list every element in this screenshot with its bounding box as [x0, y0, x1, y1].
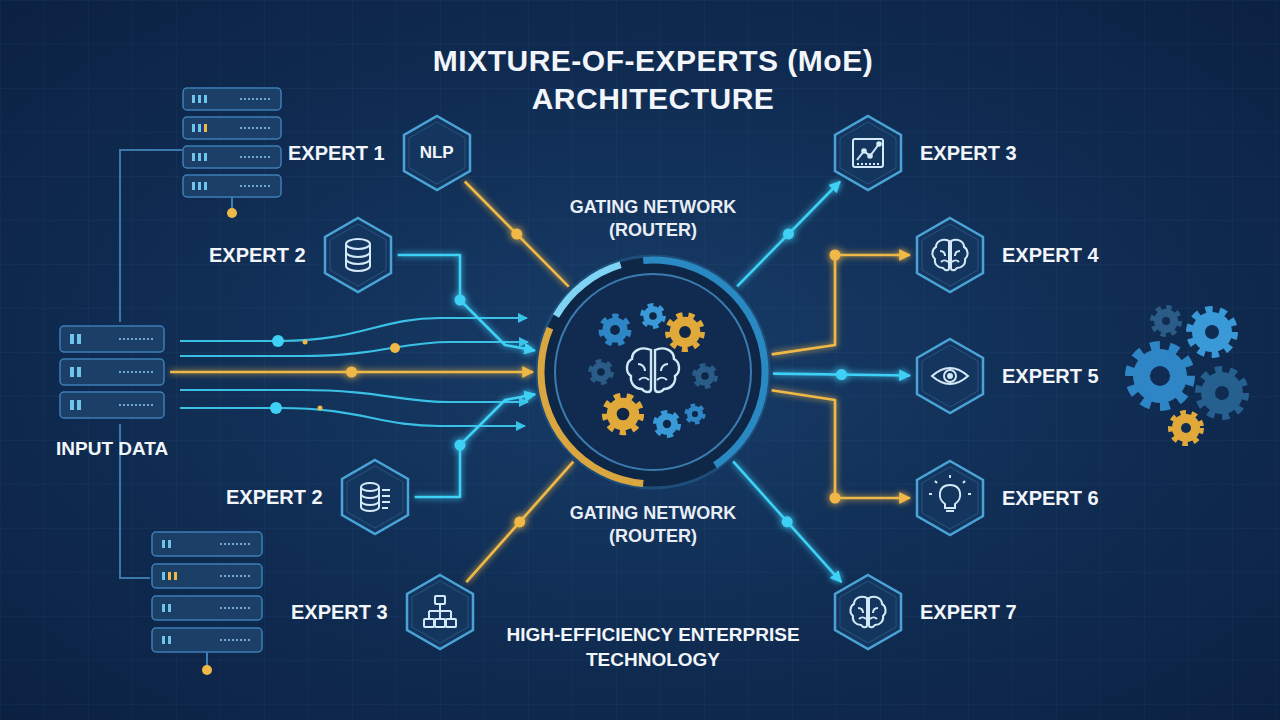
expert-label: EXPERT 2 [209, 244, 306, 267]
hexagon-shape [910, 336, 990, 416]
connector [415, 394, 535, 497]
expert-hexagon [910, 458, 990, 538]
diagram-caption: HIGH-EFFICIENCY ENTERPRISE TECHNOLOGY [493, 622, 813, 672]
hexagon-shape [318, 215, 398, 295]
router-label: GATING NETWORK (ROUTER) [553, 502, 753, 548]
connector [466, 462, 573, 582]
expert-node: EXPERT 3 [291, 572, 480, 652]
expert-label: EXPERT 2 [226, 486, 323, 509]
connector [398, 255, 535, 351]
expert-node: EXPERT 1 NLP [288, 113, 477, 193]
hexagon-shape [828, 113, 908, 193]
connector-dot [346, 367, 357, 378]
connector-dot [511, 229, 522, 240]
hexagon-text: NLP [397, 113, 477, 193]
expert-node: EXPERT 7 [828, 572, 1017, 652]
expert-hexagon: NLP [397, 113, 477, 193]
connector-dot [455, 440, 466, 451]
expert-node: EXPERT 6 [910, 458, 1099, 538]
connector [737, 182, 840, 287]
connector-dot [455, 295, 466, 306]
expert-hexagon [910, 215, 990, 295]
hexagon-shape [910, 458, 990, 538]
hexagon-shape [400, 572, 480, 652]
expert-label: EXPERT 6 [1002, 487, 1099, 510]
expert-hexagon [400, 572, 480, 652]
expert-hexagon [828, 113, 908, 193]
expert-label: EXPERT 3 [291, 601, 388, 624]
expert-label: EXPERT 7 [920, 601, 1017, 624]
router-label: GATING NETWORK (ROUTER) [553, 196, 753, 242]
expert-node: EXPERT 5 [910, 336, 1099, 416]
connector [733, 461, 841, 582]
connector-dot [782, 516, 793, 527]
expert-label: EXPERT 5 [1002, 365, 1099, 388]
expert-hexagon [335, 457, 415, 537]
expert-node: EXPERT 4 [910, 215, 1099, 295]
hexagon-shape [828, 572, 908, 652]
expert-label: EXPERT 4 [1002, 244, 1099, 267]
connector [465, 182, 569, 287]
connector [772, 255, 910, 354]
gear-cluster [1130, 308, 1245, 443]
expert-node: EXPERT 2 [226, 457, 415, 537]
expert-node: EXPERT 2 [209, 215, 398, 295]
diagram-title: MIXTURE-OF-EXPERTS (MoE) ARCHITECTURE [353, 42, 953, 118]
server-stack [183, 88, 281, 218]
server-stack [152, 532, 262, 675]
input-label: INPUT DATA [56, 438, 168, 460]
hexagon-shape [910, 215, 990, 295]
expert-label: EXPERT 3 [920, 142, 1017, 165]
connector [772, 390, 910, 498]
connector-dot [830, 250, 841, 261]
expert-hexagon [828, 572, 908, 652]
connector-dot [836, 369, 847, 380]
connector-dot [830, 493, 841, 504]
expert-hexagon [318, 215, 398, 295]
server-stack [57, 322, 167, 422]
input-node: INPUT DATA [56, 322, 168, 460]
hexagon-shape [335, 457, 415, 537]
expert-node: EXPERT 3 [828, 113, 1017, 193]
router-circle [535, 254, 771, 490]
router-node: GATING NETWORK (ROUTER) GATING NETWORK (R… [533, 196, 773, 548]
connector-dot [514, 516, 525, 527]
connector-dot [783, 228, 794, 239]
expert-label: EXPERT 1 [288, 142, 385, 165]
expert-hexagon [910, 336, 990, 416]
